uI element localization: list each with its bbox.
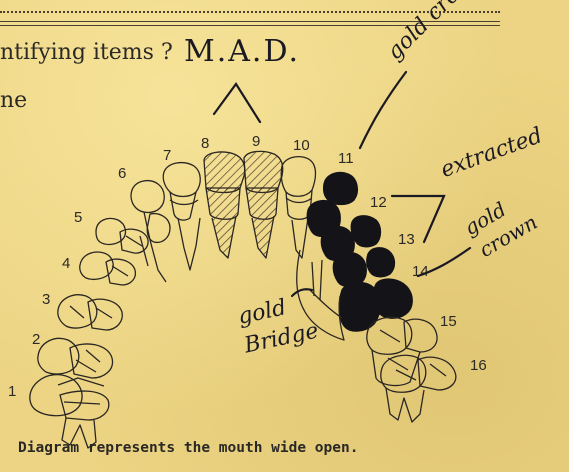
tooth-number-1: 1 xyxy=(8,383,16,400)
caret-stroke xyxy=(214,84,260,122)
tooth-2 xyxy=(38,338,113,378)
tooth-number-8: 8 xyxy=(201,135,209,152)
tooth-number-12: 12 xyxy=(370,194,387,211)
tooth-15 xyxy=(367,317,437,385)
tooth-9 xyxy=(244,151,283,258)
tooth-number-6: 6 xyxy=(118,165,126,182)
tooth-number-11: 11 xyxy=(338,150,354,167)
bridge-pointer xyxy=(292,289,312,296)
handwritten-initials: M.A.D. xyxy=(184,34,300,69)
tooth-number-7: 7 xyxy=(163,147,171,164)
tooth-1 xyxy=(30,375,109,448)
tooth-number-15: 15 xyxy=(440,313,457,330)
tooth-number-14: 14 xyxy=(412,263,429,280)
diagram-caption: Diagram represents the mouth wide open. xyxy=(18,440,358,456)
tooth-16 xyxy=(381,355,456,422)
tooth-number-5: 5 xyxy=(74,209,82,226)
tooth-14-inked xyxy=(339,279,412,331)
tooth-7 xyxy=(163,163,200,270)
tooth-6 xyxy=(131,181,170,282)
tooth-number-2: 2 xyxy=(32,331,40,348)
tooth-4 xyxy=(80,252,136,285)
tooth-5 xyxy=(96,219,148,254)
tooth-number-3: 3 xyxy=(42,291,50,308)
tooth-number-4: 4 xyxy=(62,255,70,272)
tooth-number-16: 16 xyxy=(470,357,487,374)
tooth-number-10: 10 xyxy=(293,137,310,154)
tooth-number-13: 13 xyxy=(398,231,415,248)
tooth-3 xyxy=(58,295,122,330)
gold-crown-pointer xyxy=(360,72,406,148)
tooth-number-9: 9 xyxy=(252,133,260,150)
tooth-8 xyxy=(204,152,245,258)
